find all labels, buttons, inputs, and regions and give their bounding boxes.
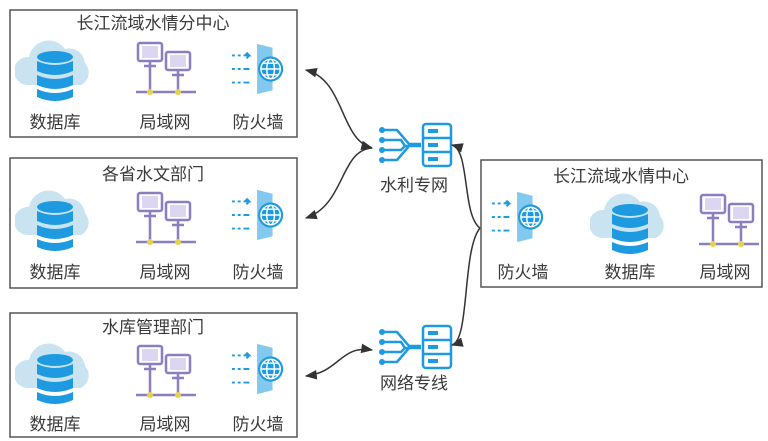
label-lan: 局域网 (140, 113, 191, 133)
label-database: 数据库 (605, 263, 656, 283)
label-firewall: 防火墙 (233, 263, 284, 283)
label-database: 数据库 (30, 263, 81, 283)
group-title: 长江流域水情中心 (553, 167, 689, 187)
link-line-to-center (450, 227, 481, 347)
label-firewall: 防火墙 (233, 415, 284, 435)
link-reservoir-to-line (304, 343, 374, 380)
link-provincial-to-network (304, 147, 373, 220)
network-label: 网络专线 (380, 374, 448, 394)
link-network-to-center (450, 143, 481, 229)
group-title: 水库管理部门 (102, 318, 204, 338)
network-label: 水利专网 (380, 176, 448, 196)
link-subcenter-to-network (304, 68, 374, 151)
group-water-subcenter: 长江流域水情分中心 数据库 局域网 防火墙 (9, 9, 298, 138)
group-provincial-hydrology: 各省水文部门 数据库 局域网 防火墙 (9, 157, 298, 289)
network-server-icon (377, 122, 453, 168)
group-title: 长江流域水情分中心 (77, 14, 230, 34)
group-reservoir-management: 水库管理部门 数据库 局域网 防火墙 (9, 312, 298, 438)
label-database: 数据库 (30, 415, 81, 435)
label-database: 数据库 (30, 113, 81, 133)
group-title: 各省水文部门 (102, 165, 204, 185)
label-firewall: 防火墙 (233, 113, 284, 133)
label-firewall: 防火墙 (498, 263, 549, 283)
label-lan: 局域网 (140, 415, 191, 435)
network-server-icon (377, 324, 453, 370)
label-lan: 局域网 (140, 263, 191, 283)
group-water-center: 长江流域水情中心 防火墙 数据库 局域网 (480, 159, 763, 288)
label-lan: 局域网 (700, 263, 751, 283)
